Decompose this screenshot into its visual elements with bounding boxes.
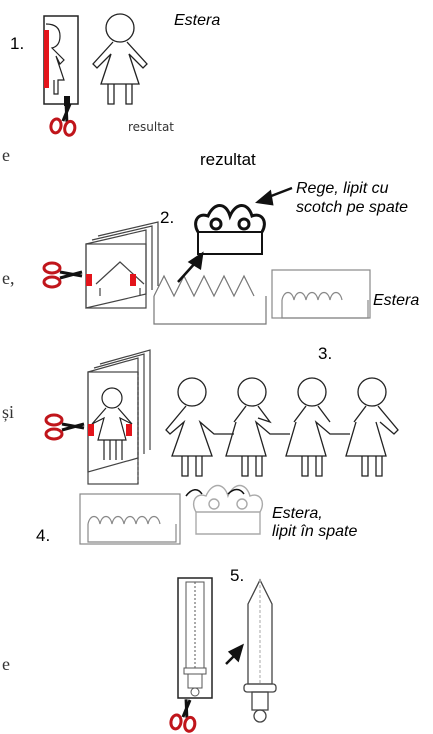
estera-top-label: Estera: [174, 12, 221, 29]
doll-outline-icon: [92, 13, 148, 105]
doll-chain-figure: [165, 377, 399, 477]
estera-crown-label: Estera: [373, 292, 420, 309]
step-2-number: 2.: [160, 208, 175, 227]
arrow-icon: [177, 186, 293, 283]
rege-label-line1: Rege, lipit cu: [296, 180, 389, 197]
rezultat-label: rezultat: [200, 150, 256, 169]
margin-fragment: e,: [2, 268, 15, 288]
rege-label-line2: scotch pe spate: [296, 199, 409, 216]
step-4-number: 4.: [36, 526, 51, 545]
margin-fragment: e: [2, 145, 10, 165]
margin-fragment: și: [2, 402, 15, 422]
step-5-number: 5.: [230, 566, 245, 585]
estera-back-label-line2: lipit în spate: [272, 523, 358, 540]
step-3-number: 3.: [318, 344, 333, 363]
arrow-icon: [225, 643, 244, 665]
step-1-number: 1.: [10, 34, 25, 53]
margin-fragment: e: [2, 654, 10, 674]
estera-back-label-line1: Estera,: [272, 505, 323, 522]
resultat-label: resultat: [128, 120, 175, 134]
sword-figure: [243, 578, 277, 723]
